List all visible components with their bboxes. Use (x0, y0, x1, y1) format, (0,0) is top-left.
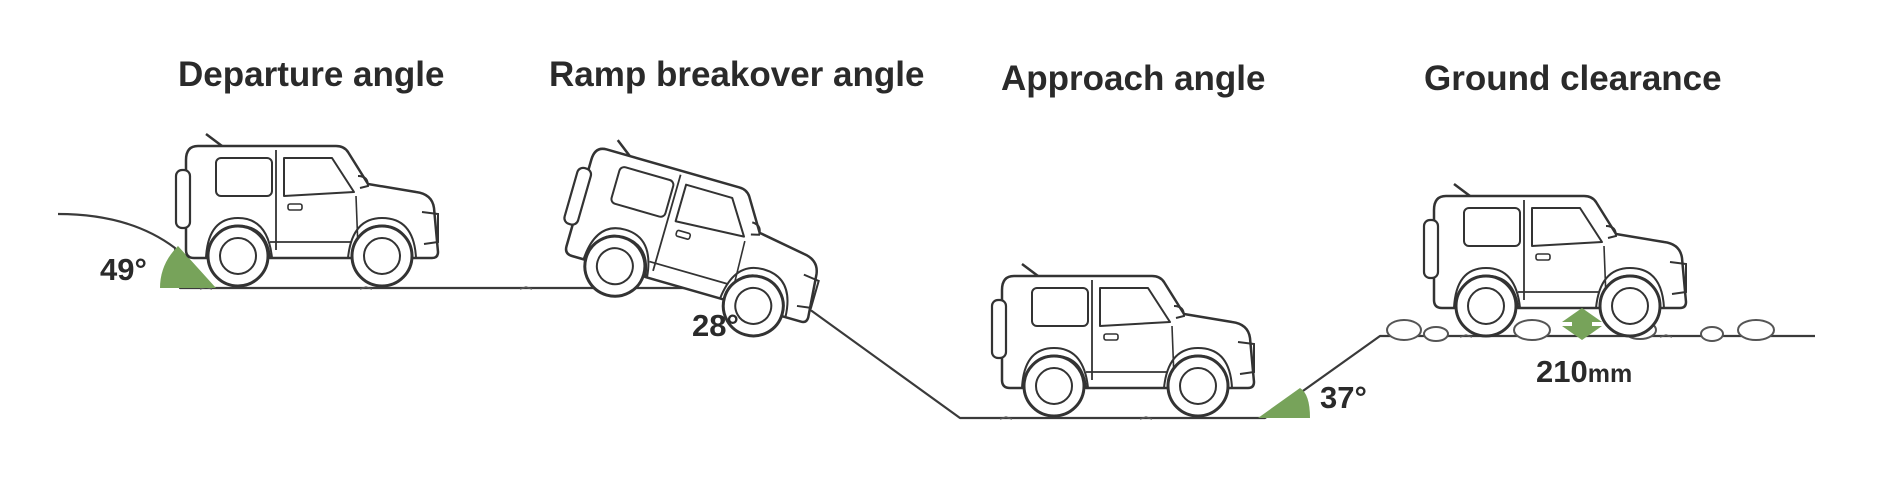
ramp-breakover-angle-title: Ramp breakover angle (549, 55, 924, 94)
approach-angle-value: 37° (1320, 380, 1367, 415)
ground-clearance-value: 210mm (1536, 354, 1632, 389)
ground-clearance-title: Ground clearance (1424, 59, 1722, 98)
ground-clearance-suv-illustration (1422, 182, 1688, 338)
departure-suv-illustration (174, 132, 440, 288)
departure-angle-title: Departure angle (178, 55, 444, 94)
departure-angle-wedge (160, 246, 216, 288)
ground-clearance-arrow-icon (1562, 308, 1602, 340)
ground-profile (57, 212, 1815, 420)
ramp-breakover-angle-value: 28° (692, 308, 739, 343)
departure-angle-value: 49° (100, 252, 147, 287)
approach-suv-illustration (990, 262, 1256, 418)
approach-angle-wedge (1258, 388, 1310, 418)
ground-clearance-unit: mm (1588, 360, 1632, 388)
approach-angle-title: Approach angle (1001, 59, 1265, 98)
